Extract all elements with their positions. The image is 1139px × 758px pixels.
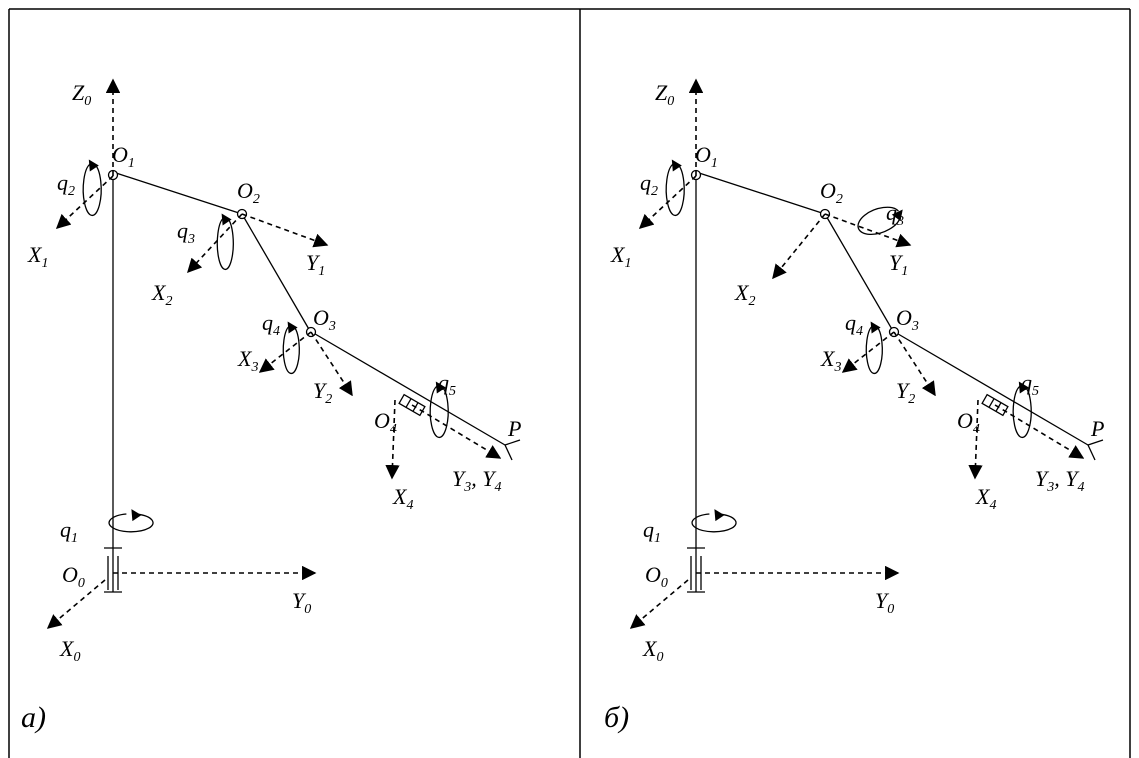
rotation-q1-icon <box>108 509 154 533</box>
axis-x1 <box>55 175 114 229</box>
axis-x0 <box>629 579 689 629</box>
label-q2: q2 <box>640 170 658 199</box>
label-p: P <box>1090 416 1104 441</box>
label-q3: q3 <box>177 218 195 247</box>
link-o3-p <box>892 330 1089 446</box>
axis-y3-y4 <box>994 404 1085 459</box>
label-x4: X4 <box>392 484 413 513</box>
label-y3y4: Y3, Y4 <box>452 466 502 495</box>
label-q4: q4 <box>845 310 863 339</box>
label-y3y4: Y3, Y4 <box>1035 466 1085 495</box>
label-q4: q4 <box>262 310 280 339</box>
label-z0: Z0 <box>72 80 91 109</box>
label-x0: X0 <box>59 636 80 665</box>
label-q5: q5 <box>438 370 456 399</box>
label-o0: O0 <box>645 562 668 591</box>
label-q3: q3 <box>886 200 904 229</box>
label-x2: X2 <box>734 280 755 309</box>
link-o1-o2 <box>112 171 243 215</box>
link-o1-o2 <box>695 171 826 215</box>
axis-y1 <box>241 213 329 248</box>
axis-x0 <box>46 579 106 629</box>
table-frame <box>8 8 1131 758</box>
axis-y3-y4 <box>411 404 502 459</box>
axis-x2 <box>772 213 826 280</box>
label-o2: O2 <box>820 178 843 207</box>
label-o0: O0 <box>62 562 85 591</box>
label-x1: X1 <box>27 242 48 271</box>
label-o1: O1 <box>695 142 718 171</box>
rotation-q1-icon <box>691 509 737 533</box>
axis-y2 <box>893 331 936 397</box>
label-z0: Z0 <box>655 80 674 109</box>
label-o1: O1 <box>112 142 135 171</box>
label-x3: X3 <box>820 346 841 375</box>
axis-x3 <box>258 331 312 373</box>
link-o3-p <box>309 330 506 446</box>
rotation-q2-icon <box>82 159 102 217</box>
axis-x4 <box>968 399 983 480</box>
rotation-q5-icon <box>1012 381 1032 439</box>
label-x2: X2 <box>151 280 172 309</box>
label-o3: O3 <box>896 305 919 334</box>
axis-x3 <box>841 331 895 373</box>
axis-x2 <box>187 213 243 274</box>
label-o4: O4 <box>374 408 397 437</box>
label-y2: Y2 <box>896 378 915 407</box>
label-q1: q1 <box>643 517 661 546</box>
axis-x1 <box>638 175 697 229</box>
label-o4: O4 <box>957 408 980 437</box>
label-x1: X1 <box>610 242 631 271</box>
axis-y1 <box>824 213 912 248</box>
label-p: P <box>507 416 521 441</box>
rotation-q3-icon <box>216 213 234 271</box>
label-q1: q1 <box>60 517 78 546</box>
gripper-jaw-bottom <box>504 444 513 461</box>
label-o3: O3 <box>313 305 336 334</box>
label-x4: X4 <box>975 484 996 513</box>
label-q5: q5 <box>1021 370 1039 399</box>
label-q2: q2 <box>57 170 75 199</box>
panel-tag-b: б) <box>604 701 629 734</box>
axis-x4 <box>385 399 400 480</box>
link-o2-o3 <box>241 213 311 332</box>
link-o2-o3 <box>824 213 894 332</box>
label-y1: Y1 <box>306 250 325 279</box>
rotation-q2-icon <box>665 159 685 217</box>
rotation-q4-icon <box>865 321 883 375</box>
rotation-q5-icon <box>429 381 449 439</box>
label-y0: Y0 <box>875 588 894 617</box>
label-x3: X3 <box>237 346 258 375</box>
axis-y2 <box>310 331 353 397</box>
rotation-q3-icon <box>857 206 903 236</box>
panel-tag-a: а) <box>21 701 46 734</box>
gripper-jaw-top <box>1087 439 1104 446</box>
label-y0: Y0 <box>292 588 311 617</box>
label-y1: Y1 <box>889 250 908 279</box>
rotation-q4-icon <box>282 321 300 375</box>
label-x0: X0 <box>642 636 663 665</box>
label-o2: O2 <box>237 178 260 207</box>
gripper-jaw-top <box>504 439 521 446</box>
label-y2: Y2 <box>313 378 332 407</box>
gripper-jaw-bottom <box>1087 444 1096 461</box>
